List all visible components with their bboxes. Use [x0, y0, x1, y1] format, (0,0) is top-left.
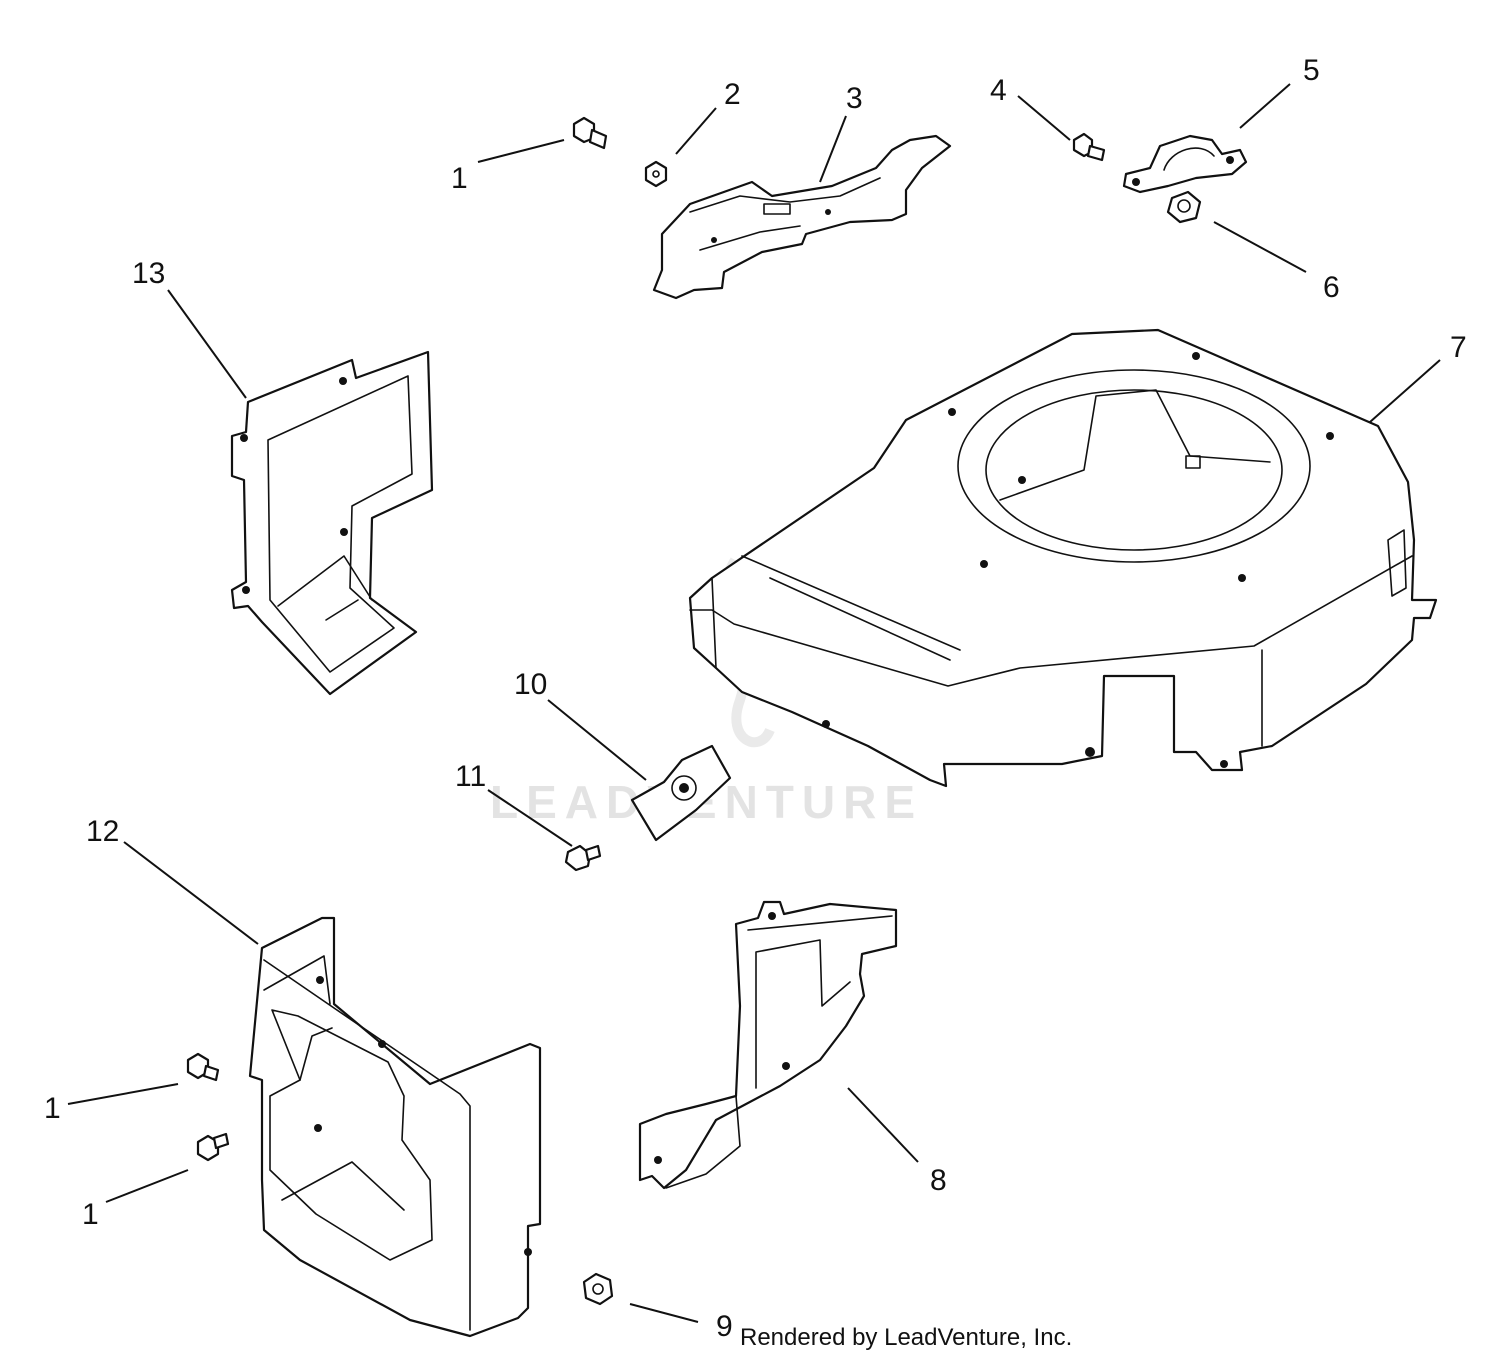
part-10-clip-nut: [630, 744, 732, 842]
part-9-nut: [582, 1272, 614, 1306]
part-3-bracket: [652, 134, 952, 300]
callout-4: 4: [990, 74, 1007, 107]
callout-3: 3: [846, 82, 863, 115]
part-2-nut: [644, 160, 668, 188]
callout-9: 9: [716, 1310, 733, 1343]
part-1-screw-lower-a: [186, 1052, 220, 1082]
callout-5: 5: [1303, 54, 1320, 87]
part-6-nut: [1166, 190, 1202, 224]
callout-7: 7: [1450, 331, 1467, 364]
part-7-blower-housing: [688, 328, 1438, 788]
part-5-clamp: [1122, 134, 1248, 194]
callout-1-top: 1: [451, 162, 468, 195]
leader-lines: [67, 83, 1441, 1323]
callout-12: 12: [86, 815, 119, 848]
callout-13: 13: [132, 257, 165, 290]
callout-2: 2: [724, 78, 741, 111]
part-1-screw-lower-b: [196, 1132, 230, 1162]
render-credit: Rendered by LeadVenture, Inc.: [740, 1324, 1073, 1351]
part-12-shroud: [248, 916, 542, 1338]
callout-1-lower-a: 1: [44, 1092, 61, 1125]
part-4-screw: [1072, 132, 1106, 162]
callout-8: 8: [930, 1164, 947, 1197]
callout-6: 6: [1323, 271, 1340, 304]
callout-1-lower-b: 1: [82, 1198, 99, 1231]
part-11-screw: [564, 844, 602, 872]
part-8-baffle: [638, 900, 898, 1190]
callout-11: 11: [455, 760, 486, 793]
part-13-baffle: [230, 350, 434, 696]
part-1-screw-top: [572, 116, 608, 150]
callout-10: 10: [514, 668, 547, 701]
